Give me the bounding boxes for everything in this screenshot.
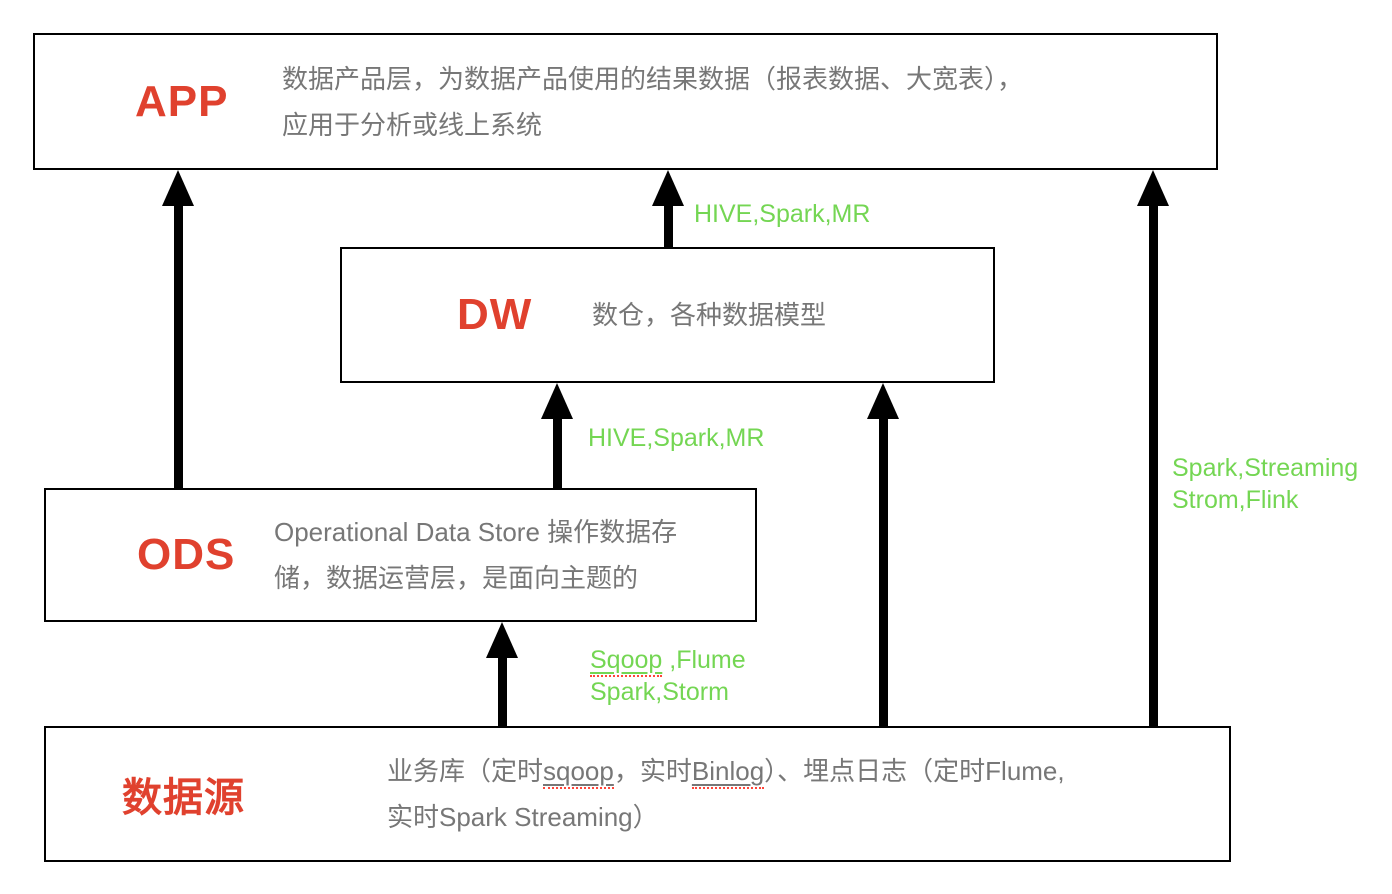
ods-layer-title: ODS: [137, 530, 236, 579]
arrow-datasource-to-app: [1136, 170, 1170, 726]
arrow-stem: [663, 206, 673, 248]
arrowhead-icon: [162, 170, 194, 206]
dw-layer-box: DW 数仓，各种数据模型: [340, 247, 995, 383]
arrow-ods-to-app: [161, 170, 195, 488]
app-layer-title: APP: [135, 76, 229, 126]
ods-layer-description: Operational Data Store 操作数据存 储，数据运营层，是面向…: [274, 509, 677, 601]
edge-label-line1: Spark,Streaming: [1172, 454, 1359, 482]
arrowhead-icon: [1137, 170, 1169, 206]
dw-desc-line1: 数仓，各种数据模型: [592, 300, 827, 330]
arrow-datasource-to-dw: [866, 383, 900, 726]
datasource-desc-seg-post: ）、埋点日志（定时Flume,: [764, 756, 1065, 786]
arrow-dw-to-app: [651, 170, 685, 248]
datasource-desc-line1: 业务库（定时sqoop，实时Binlog）、埋点日志（定时Flume,: [387, 748, 1065, 794]
arrow-stem: [878, 419, 888, 726]
datasource-desc-sqoop: sqoop: [543, 756, 614, 789]
arrowhead-icon: [652, 170, 684, 206]
edge-label-line2: Strom,Flink: [1172, 486, 1299, 514]
datasource-desc-seg-pre: 业务库（定时: [387, 756, 544, 786]
datasource-layer-box: 数据源 业务库（定时sqoop，实时Binlog）、埋点日志（定时Flume, …: [44, 726, 1231, 862]
ods-desc-line2: 储，数据运营层，是面向主题的: [274, 563, 639, 593]
arrow-datasource-to-ods: [485, 622, 519, 726]
edge-label-flume: ,Flume: [662, 646, 746, 674]
arrow-stem: [552, 419, 562, 488]
app-desc-line2: 应用于分析或线上系统: [282, 109, 543, 140]
edge-label-dw-to-app: HIVE,Spark,MR: [694, 200, 871, 228]
app-desc-line1: 数据产品层，为数据产品使用的结果数据（报表数据、大宽表），: [282, 63, 1024, 94]
datasource-layer-title: 数据源: [122, 776, 245, 820]
arrow-stem: [497, 658, 507, 726]
arrowhead-icon: [486, 622, 518, 658]
edge-label-line2: Spark,Storm: [590, 678, 729, 706]
edge-label-datasource-to-ods: Sqoop ,Flume Spark,Storm: [590, 644, 746, 708]
datasource-desc-line2: 实时Spark Streaming）: [387, 802, 659, 832]
datasource-desc-seg-mid: ，实时: [613, 756, 692, 786]
edge-label-line1: Sqoop ,Flume: [590, 644, 746, 677]
edge-label-ods-to-dw: HIVE,Spark,MR: [588, 424, 765, 452]
edge-label-sqoop: Sqoop: [590, 646, 663, 677]
arrowhead-icon: [541, 383, 573, 419]
datasource-layer-description: 业务库（定时sqoop，实时Binlog）、埋点日志（定时Flume, 实时Sp…: [387, 748, 1065, 840]
app-layer-box: APP 数据产品层，为数据产品使用的结果数据（报表数据、大宽表）， 应用于分析或…: [33, 33, 1218, 170]
datasource-desc-binlog: Binlog: [691, 756, 765, 789]
arrow-ods-to-dw: [540, 383, 574, 488]
arrow-stem: [173, 206, 183, 488]
arrow-stem: [1148, 206, 1158, 726]
ods-layer-box: ODS Operational Data Store 操作数据存 储，数据运营层…: [44, 488, 757, 622]
ods-desc-line1: Operational Data Store 操作数据存: [274, 517, 678, 547]
app-layer-description: 数据产品层，为数据产品使用的结果数据（报表数据、大宽表）， 应用于分析或线上系统: [282, 56, 1023, 148]
dw-layer-title: DW: [457, 290, 533, 339]
edge-label-datasource-to-app: Spark,Streaming Strom,Flink: [1172, 452, 1358, 516]
dw-layer-description: 数仓，各种数据模型: [592, 292, 826, 338]
arrowhead-icon: [867, 383, 899, 419]
